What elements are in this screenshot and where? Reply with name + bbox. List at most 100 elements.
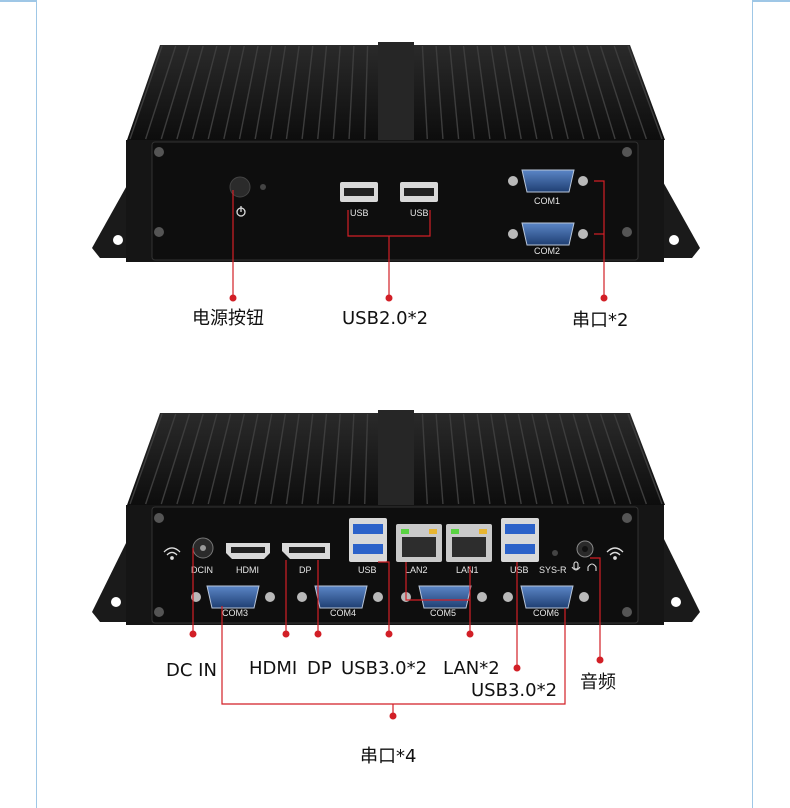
com3-port: [191, 585, 275, 609]
fin-line: [254, 413, 273, 505]
fin-line: [144, 45, 177, 140]
fin-line: [207, 45, 232, 140]
com5-port: [401, 585, 487, 609]
fin-line: [191, 45, 218, 140]
fin-line: [421, 45, 428, 140]
fin-line: [435, 45, 444, 140]
fin-line: [348, 45, 355, 140]
bracket-hole: [669, 235, 679, 245]
fin-line: [503, 413, 522, 505]
callout-audio: 音频: [580, 672, 616, 693]
mic-icon: [571, 561, 581, 571]
sysr-button[interactable]: [552, 550, 558, 556]
fin-line: [421, 413, 428, 505]
wifi-icon: [606, 547, 624, 560]
bracket-hole: [113, 235, 123, 245]
com1-port: [508, 169, 588, 193]
fin-line: [364, 45, 369, 140]
fin-line: [572, 413, 601, 505]
lan1-label: LAN1: [456, 565, 479, 575]
power-button[interactable]: [229, 176, 251, 198]
fin-line: [207, 413, 232, 505]
power-led: [260, 184, 266, 190]
fin-line: [476, 45, 491, 140]
fin-line: [462, 45, 475, 140]
fin-line: [490, 45, 507, 140]
fin-line: [129, 45, 163, 140]
fin-line: [317, 45, 328, 140]
screw: [154, 147, 164, 157]
fin-line: [435, 413, 444, 505]
fin-line: [531, 413, 554, 505]
screw: [622, 227, 632, 237]
fin-line: [627, 413, 663, 505]
fin-line: [517, 45, 538, 140]
com3-label: COM3: [222, 608, 248, 618]
callout-lan: LAN*2: [443, 658, 500, 679]
headphone-icon: [587, 563, 597, 571]
fin-line: [545, 45, 569, 140]
fin-line: [160, 413, 191, 505]
fin-line: [558, 45, 585, 140]
fin-line: [517, 413, 538, 505]
front-callouts: [232, 180, 605, 298]
fin-line: [613, 413, 648, 505]
lan2-port: [396, 524, 442, 562]
fin-line: [270, 413, 287, 505]
fin-line: [144, 413, 177, 505]
fin-line: [285, 45, 300, 140]
fin-line: [586, 413, 616, 505]
top-border: [0, 0, 790, 2]
fin-line: [503, 45, 522, 140]
fin-line: [627, 45, 663, 140]
fin-line: [599, 413, 632, 505]
fin-line: [572, 45, 601, 140]
callout-dcin: DC IN: [166, 660, 217, 681]
callout-power: 电源按钮: [192, 308, 264, 329]
callout-dp: DP: [307, 658, 332, 679]
fin-line: [586, 45, 616, 140]
usb3-label-a: USB: [358, 565, 377, 575]
fin-line: [176, 413, 204, 505]
com6-label: COM6: [533, 608, 559, 618]
bracket-hole: [671, 597, 681, 607]
screw: [622, 147, 632, 157]
fin-line: [545, 413, 569, 505]
com4-label: COM4: [330, 608, 356, 618]
fin-line: [490, 413, 507, 505]
dp-label: DP: [299, 565, 312, 575]
fin-line: [301, 413, 314, 505]
fin-line: [191, 413, 218, 505]
callout-hdmi: HDMI: [249, 658, 297, 679]
fin-line: [449, 45, 460, 140]
callout-serial-rear: 串口*4: [360, 746, 416, 767]
com2-port: [508, 222, 588, 246]
com2-label: COM2: [534, 246, 560, 256]
front-center-fin: [378, 42, 414, 140]
fin-line: [160, 45, 191, 140]
callout-dots: [189, 630, 604, 720]
fin-line: [364, 413, 369, 505]
fin-line: [317, 413, 328, 505]
rear-center-fin: [378, 410, 414, 505]
fin-line: [531, 45, 554, 140]
fin-line: [301, 45, 314, 140]
rear-device: DCIN HDMI DP USB LAN2 LAN1 USB SYS-: [92, 410, 700, 625]
screw: [154, 227, 164, 237]
fin-line: [285, 413, 300, 505]
com5-label: COM5: [430, 608, 456, 618]
usb-label-b: USB: [410, 208, 429, 218]
lan1-port: [446, 524, 492, 562]
fin-line: [558, 413, 585, 505]
fin-line: [462, 413, 475, 505]
rear-callouts: [192, 548, 601, 716]
com4-port: [297, 585, 383, 609]
fin-line: [348, 413, 355, 505]
com1-label: COM1: [534, 196, 560, 206]
fin-line: [613, 45, 648, 140]
callout-usb2: USB2.0*2: [342, 308, 428, 329]
hdmi-label: HDMI: [236, 565, 259, 575]
fin-line: [270, 45, 287, 140]
fin-line: [254, 45, 273, 140]
